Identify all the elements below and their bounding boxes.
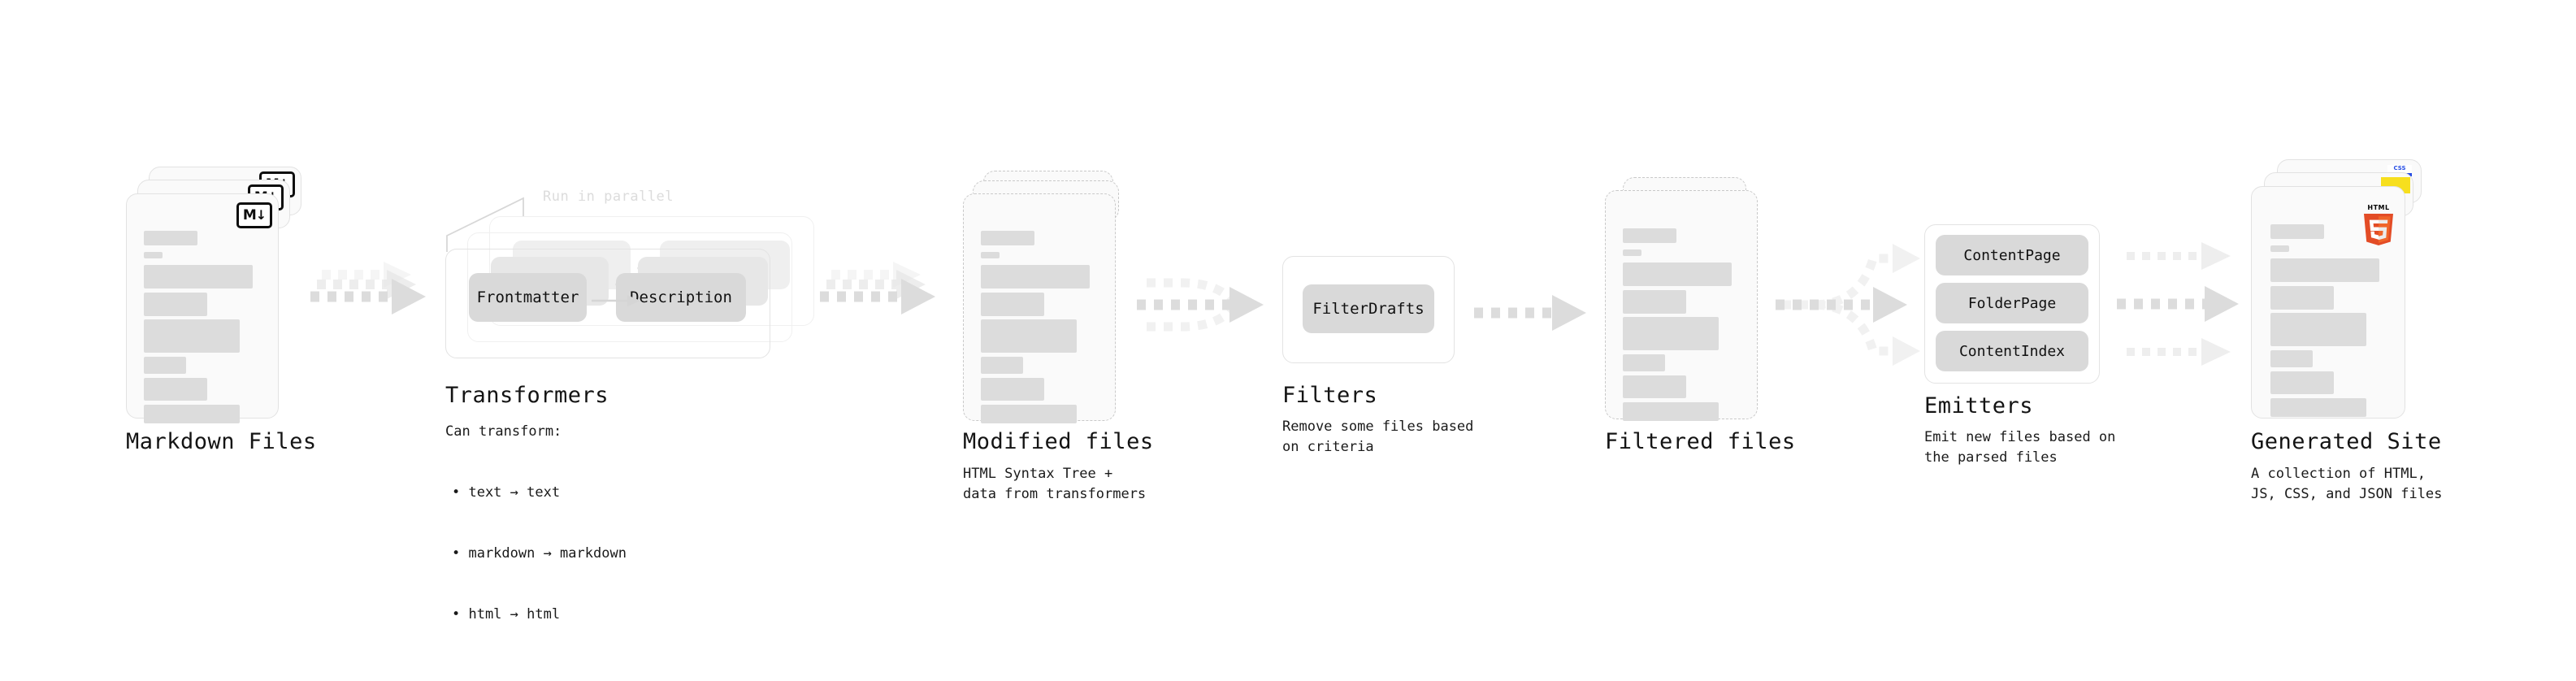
stage-generated-site: CSS HTML <box>2251 159 2426 419</box>
arrow-head-top <box>1893 244 1920 273</box>
markdown-badge-arrow: ↓ <box>255 207 267 223</box>
skeleton-title <box>1623 228 1676 243</box>
filtered-card-stack <box>1605 177 1772 421</box>
run-in-parallel-bracket <box>446 197 524 252</box>
connector-emitters-to-site <box>2117 226 2263 380</box>
stage-filtered-files <box>1605 177 1772 421</box>
skeleton-line <box>1623 317 1719 350</box>
skeleton-line <box>981 357 1023 374</box>
arrow-head <box>1229 287 1264 323</box>
arrow-layer-front <box>310 279 426 314</box>
stage-title-filters: Filters <box>1282 383 1378 408</box>
skeleton-line <box>981 293 1044 316</box>
skeleton-line <box>144 293 207 316</box>
connector-md-to-transformers <box>307 252 437 341</box>
filters-pill-filterdrafts[interactable]: FilterDrafts <box>1303 284 1434 333</box>
emitters-pill-folderpage[interactable]: FolderPage <box>1936 283 2088 323</box>
skeleton-line <box>144 357 186 374</box>
arrow-middle <box>2117 286 2239 322</box>
skeleton-line <box>981 405 1077 423</box>
skeleton-title <box>2270 224 2324 239</box>
skeleton-line <box>1623 354 1665 371</box>
stage-modified-files <box>963 171 1130 423</box>
markdown-card-stack: M↓ M↓ M↓ <box>126 167 301 423</box>
arrow-bottom <box>2127 338 2231 366</box>
css-badge-label: CSS <box>2393 165 2406 171</box>
skeleton-line <box>981 319 1077 353</box>
generated-card-stack: CSS HTML <box>2251 159 2426 419</box>
stage-subtitle-transformers: Can transform: <box>445 423 562 440</box>
transformers-bullet-list: • text → text • markdown → markdown • ht… <box>452 442 627 666</box>
skeleton-line <box>144 405 240 423</box>
transformer-pill-description[interactable]: Description <box>616 273 746 322</box>
connector-filtered-to-emitters <box>1776 226 1926 380</box>
arrow-head-bottom <box>1893 336 1920 366</box>
transformer-arrow-front <box>592 295 640 306</box>
html5-badge-label: HTML <box>2367 204 2390 211</box>
skeleton-line <box>2270 313 2366 346</box>
skeleton-line <box>1623 375 1686 398</box>
skeleton-line <box>981 265 1090 288</box>
skeleton-line <box>2270 350 2313 367</box>
skeleton-line <box>144 265 253 288</box>
transformers-bullet-item: • html → html <box>452 606 561 622</box>
stage-title-modified-files: Modified files <box>963 429 1154 454</box>
skeleton-meta <box>144 252 163 258</box>
transformers-bullet-item: • text → text <box>452 484 561 501</box>
stage-title-generated-site: Generated Site <box>2251 429 2442 454</box>
skeleton-title <box>981 231 1034 245</box>
skeleton-title <box>144 231 197 245</box>
emitters-panel <box>1924 224 2100 384</box>
modified-card-stack <box>963 171 1130 423</box>
skeleton-line <box>2270 398 2366 417</box>
stage-title-filtered-files: Filtered files <box>1605 429 1796 454</box>
stage-subtitle-modified-files: HTML Syntax Tree + data from transformer… <box>963 466 1147 502</box>
connector-transformers-to-modified <box>817 252 947 341</box>
stage-subtitle-filters: Remove some files based on criteria <box>1282 419 1474 455</box>
skeleton-line <box>981 378 1044 401</box>
filters-panel <box>1282 256 1455 363</box>
transformer-pill-frontmatter[interactable]: Frontmatter <box>469 273 587 322</box>
transformer-panel-mid <box>467 232 792 342</box>
skeleton-meta <box>981 252 1000 258</box>
transformer-panel-front <box>445 249 770 358</box>
transformers-bullet-item: • markdown → markdown <box>452 545 627 562</box>
stage-markdown-files: M↓ M↓ M↓ <box>126 167 301 423</box>
markdown-badge-letter: M <box>242 206 257 223</box>
skeleton-line <box>2270 371 2334 394</box>
arrow-head <box>1552 295 1586 331</box>
skeleton-meta <box>2270 245 2289 252</box>
arrow-top <box>2127 242 2231 270</box>
run-in-parallel-label: Run in parallel <box>543 189 674 205</box>
stage-title-markdown-files: Markdown Files <box>126 429 317 454</box>
skeleton-line <box>1623 290 1686 314</box>
connector-filters-to-filtered <box>1471 288 1593 337</box>
markdown-badge-front: M↓ <box>236 202 272 228</box>
skeleton-meta <box>1623 249 1641 256</box>
html5-badge: HTML <box>2361 204 2396 245</box>
transformer-panel-back <box>489 216 814 326</box>
connector-modified-to-filters <box>1134 260 1280 349</box>
stage-subtitle-generated-site: A collection of HTML, JS, CSS, and JSON … <box>2251 466 2443 502</box>
skeleton-line <box>144 319 240 353</box>
skeleton-line <box>144 378 207 401</box>
skeleton-line <box>1623 262 1732 286</box>
stage-title-emitters: Emitters <box>1924 393 2034 419</box>
arrow-head-middle <box>1873 287 1907 323</box>
arrow-layer-front <box>820 279 935 314</box>
skeleton-line <box>2270 258 2379 282</box>
emitters-pill-contentindex[interactable]: ContentIndex <box>1936 331 2088 371</box>
skeleton-line <box>2270 286 2334 310</box>
stage-subtitle-emitters: Emit new files based on the parsed files <box>1924 429 2116 466</box>
emitters-pill-contentpage[interactable]: ContentPage <box>1936 235 2088 275</box>
skeleton-line <box>1623 402 1719 421</box>
stage-title-transformers: Transformers <box>445 383 609 408</box>
